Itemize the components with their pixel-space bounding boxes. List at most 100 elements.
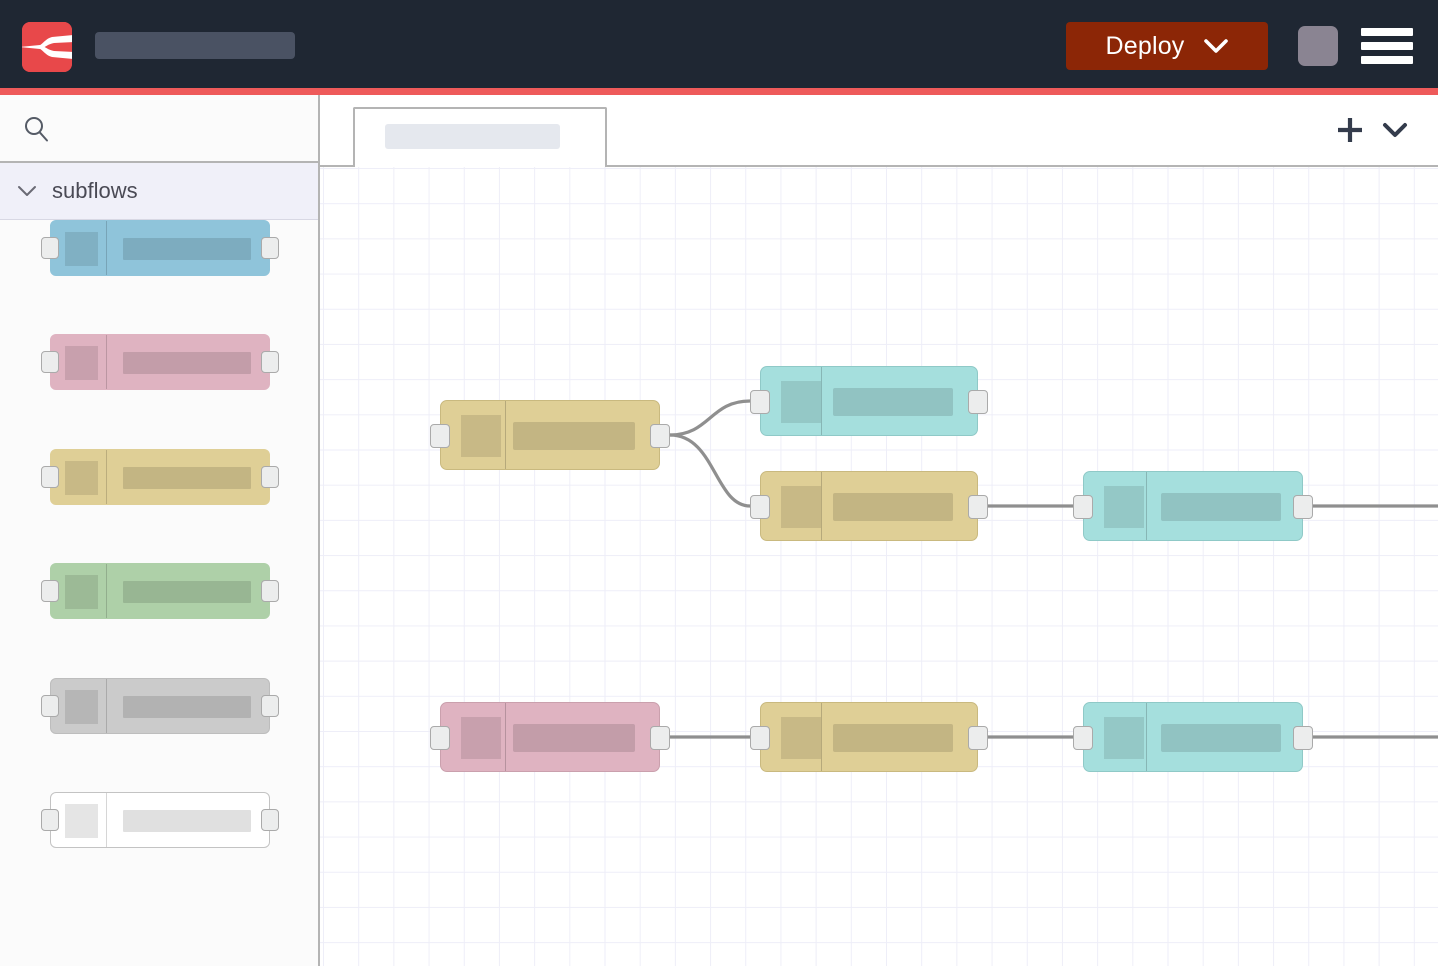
tab-menu-button[interactable] [1378, 113, 1412, 147]
canvas-node-change[interactable] [750, 471, 988, 541]
palette-search-bar[interactable] [0, 95, 318, 163]
canvas-node-icon [781, 717, 821, 759]
palette-node-divider [106, 221, 107, 275]
canvas-node-input-port[interactable] [430, 424, 450, 448]
palette-node-icon [65, 461, 98, 495]
canvas-node-icon [1104, 486, 1144, 528]
palette-node-label [123, 696, 251, 718]
palette-node-2[interactable] [41, 334, 279, 390]
palette-node-list [0, 220, 318, 966]
palette-node-divider [106, 793, 107, 847]
palette-node-divider [106, 335, 107, 389]
palette-node-output-port[interactable] [261, 466, 279, 488]
palette-node-icon [65, 232, 98, 266]
canvas-node-debug[interactable] [1073, 471, 1313, 541]
palette-node-input-port[interactable] [41, 580, 59, 602]
chevron-down-icon [1203, 39, 1228, 53]
canvas-node-output-port[interactable] [650, 424, 670, 448]
canvas-node-output-port[interactable] [650, 726, 670, 750]
search-input[interactable] [60, 109, 290, 149]
canvas-node-response[interactable] [1073, 702, 1313, 772]
canvas-node-inject[interactable] [430, 400, 670, 470]
canvas-node-label [833, 493, 953, 521]
search-icon[interactable] [22, 115, 50, 143]
palette-node-5[interactable] [41, 678, 279, 734]
wire-inject-to-function[interactable] [669, 399, 751, 437]
deploy-button-label: Deploy [1105, 31, 1185, 60]
canvas-node-output-port[interactable] [968, 495, 988, 519]
chevron-down-icon [1383, 123, 1407, 137]
deploy-button[interactable]: Deploy [1066, 22, 1268, 70]
canvas-node-output-port[interactable] [1293, 726, 1313, 750]
palette-node-input-port[interactable] [41, 237, 59, 259]
canvas-node-http[interactable] [430, 702, 670, 772]
canvas-node-output-port[interactable] [968, 390, 988, 414]
palette-node-body [50, 334, 270, 390]
palette-node-divider [106, 679, 107, 733]
palette-node-output-port[interactable] [261, 237, 279, 259]
canvas-node-output-port[interactable] [1293, 495, 1313, 519]
palette-node-input-port[interactable] [41, 695, 59, 717]
canvas-grid[interactable] [320, 167, 1438, 966]
palette-node-output-port[interactable] [261, 695, 279, 717]
plus-icon [1338, 118, 1362, 142]
palette-node-output-port[interactable] [261, 351, 279, 373]
sidebar-category-subflows[interactable]: subflows [0, 163, 318, 220]
canvas-node-template[interactable] [750, 702, 988, 772]
canvas-node-icon [781, 486, 821, 528]
palette-node-icon [65, 346, 98, 380]
canvas-node-body [440, 702, 660, 772]
palette-node-divider [106, 564, 107, 618]
palette-node-icon [65, 804, 98, 838]
canvas-node-label [833, 724, 953, 752]
header-title [95, 32, 295, 59]
flow-tab-label [385, 124, 560, 149]
node-red-logo-icon[interactable] [22, 22, 72, 72]
flow-tab-1[interactable] [353, 107, 607, 167]
canvas-node-divider [505, 703, 506, 771]
palette-node-icon [65, 575, 98, 609]
palette-node-input-port[interactable] [41, 351, 59, 373]
hamburger-bar [1361, 42, 1413, 50]
canvas-node-body [760, 702, 978, 772]
canvas-node-input-port[interactable] [750, 390, 770, 414]
palette-node-body [50, 449, 270, 505]
add-tab-button[interactable] [1333, 113, 1367, 147]
logo-glyph [22, 22, 72, 72]
palette-node-icon [65, 690, 98, 724]
canvas-node-input-port[interactable] [1073, 495, 1093, 519]
canvas-node-input-port[interactable] [750, 495, 770, 519]
header-accent-stripe [0, 88, 1438, 95]
palette-node-6[interactable] [41, 792, 279, 848]
canvas-node-label [1161, 724, 1281, 752]
canvas-node-icon [1104, 717, 1144, 759]
canvas-node-input-port[interactable] [750, 726, 770, 750]
canvas-node-divider [821, 367, 822, 435]
hamburger-bar [1361, 28, 1413, 36]
palette-node-1[interactable] [41, 220, 279, 276]
canvas-node-input-port[interactable] [1073, 726, 1093, 750]
canvas-node-function[interactable] [750, 366, 988, 436]
palette-node-label [123, 581, 251, 603]
canvas-node-output-port[interactable] [968, 726, 988, 750]
palette-node-3[interactable] [41, 449, 279, 505]
canvas-node-icon [461, 415, 501, 457]
canvas-node-divider [505, 401, 506, 469]
palette-node-4[interactable] [41, 563, 279, 619]
palette-node-output-port[interactable] [261, 809, 279, 831]
canvas-node-input-port[interactable] [430, 726, 450, 750]
wire-inject-to-change[interactable] [669, 433, 751, 508]
canvas-node-body [760, 471, 978, 541]
palette-node-label [123, 467, 251, 489]
palette-node-label [123, 352, 251, 374]
hamburger-bar [1361, 56, 1413, 64]
canvas-node-divider [821, 472, 822, 540]
palette-node-input-port[interactable] [41, 809, 59, 831]
user-avatar[interactable] [1298, 26, 1338, 66]
canvas-node-icon [781, 381, 821, 423]
canvas-node-body [1083, 471, 1303, 541]
palette-node-input-port[interactable] [41, 466, 59, 488]
hamburger-menu-icon[interactable] [1361, 28, 1413, 64]
palette-node-output-port[interactable] [261, 580, 279, 602]
